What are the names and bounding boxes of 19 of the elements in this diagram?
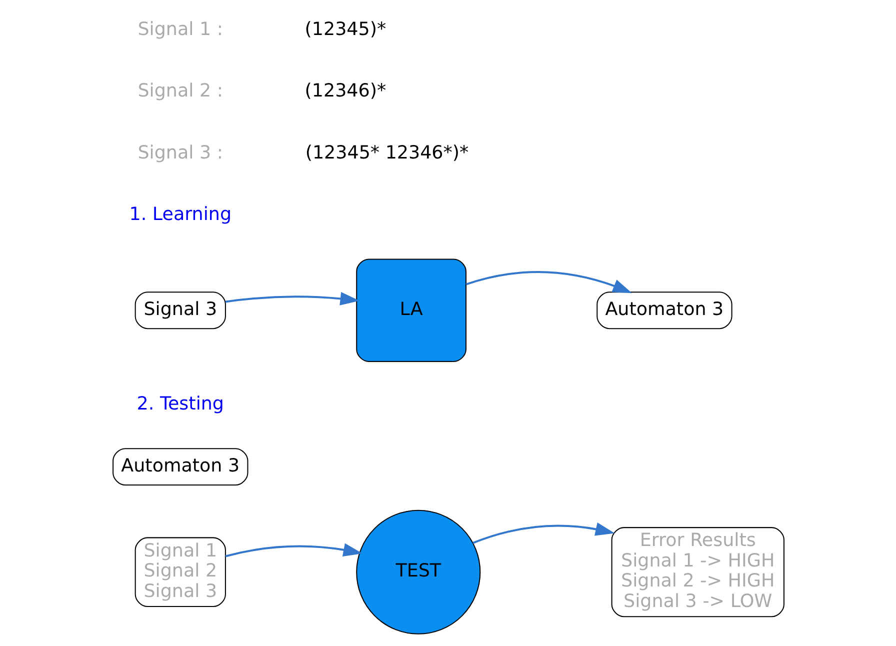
arrow	[465, 271, 632, 294]
label: Signal 2 :	[137, 80, 223, 102]
label: Signal 1 :	[137, 18, 223, 40]
node-box: Automaton 3	[596, 292, 732, 330]
label: (12346)*	[304, 80, 386, 102]
label: (12345* 12346*)*	[304, 142, 468, 164]
arrow	[224, 292, 360, 306]
arrow	[472, 522, 614, 544]
node-box: LA	[356, 258, 466, 362]
node-box: Automaton 3	[112, 448, 248, 486]
node-box: Signal 1 Signal 2 Signal 3	[134, 537, 226, 608]
node-circle: TEST	[356, 510, 480, 634]
label: (12345)*	[304, 18, 386, 40]
label: 2. Testing	[136, 393, 224, 414]
label: 1. Learning	[128, 204, 232, 226]
node-box: Error Results Signal 1 -> HIGH Signal 2 -> HIGH Signal 3 -> LOW	[610, 527, 784, 618]
node-box: Signal 3	[134, 292, 226, 330]
arrow	[224, 543, 362, 558]
label: Signal 3 :	[137, 142, 223, 164]
